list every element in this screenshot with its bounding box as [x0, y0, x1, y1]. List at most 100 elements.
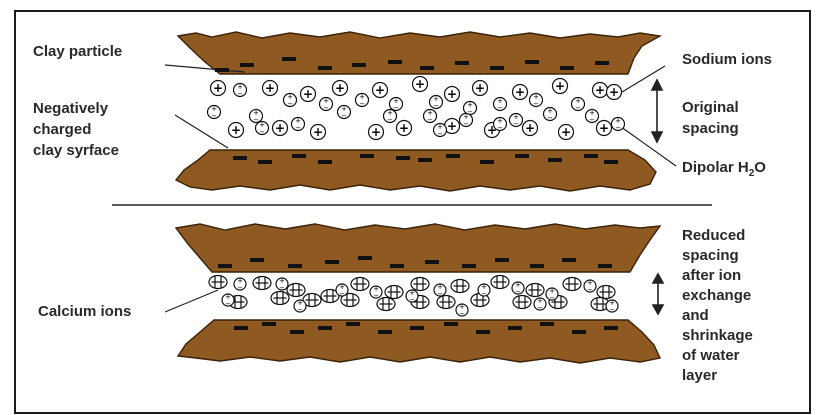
svg-text:−: − — [297, 306, 303, 314]
clay-particle-bottom-upper — [176, 224, 660, 272]
water-dipole: +− — [434, 123, 447, 138]
calcium-ion — [491, 276, 509, 289]
negative-charge-mark — [215, 68, 229, 72]
water-dipole: +− — [494, 97, 507, 112]
svg-text:−: − — [437, 130, 443, 138]
negative-charge-mark — [420, 66, 434, 70]
label-negatively-line2: charged — [33, 120, 91, 139]
negative-charge-mark — [234, 326, 248, 330]
label-reduced-line7: of water — [682, 346, 740, 365]
water-dipole: +− — [384, 109, 397, 124]
water-dipole: +− — [370, 285, 382, 300]
svg-text:−: − — [481, 290, 487, 298]
label-reduced-line4: exchange — [682, 286, 751, 305]
negative-charge-mark — [515, 154, 529, 158]
svg-text:+: + — [399, 121, 409, 135]
label-dipolar-suffix: O — [754, 159, 766, 176]
water-dipole: +− — [586, 109, 599, 124]
negative-charge-mark — [560, 66, 574, 70]
negative-charge-mark — [258, 160, 272, 164]
svg-text:−: − — [497, 104, 503, 112]
negative-charge-mark — [480, 160, 494, 164]
svg-text:−: − — [609, 306, 615, 314]
label-negatively-line1: Negatively — [33, 99, 108, 118]
negative-charge-mark — [352, 63, 366, 67]
sodium-ion: + — [369, 125, 384, 140]
negative-charge-mark — [292, 154, 306, 158]
negative-charge-mark — [318, 66, 332, 70]
negative-charge-mark — [410, 326, 424, 330]
sodium-ion: + — [513, 85, 528, 100]
negative-charge-mark — [540, 322, 554, 326]
svg-text:−: − — [323, 104, 329, 112]
negative-charge-mark — [378, 330, 392, 334]
negative-charge-mark — [390, 264, 404, 268]
sodium-ion: + — [229, 123, 244, 138]
calcium-ion — [563, 278, 581, 291]
negative-charge-mark — [584, 154, 598, 158]
svg-text:−: − — [373, 292, 379, 300]
negative-charge-mark — [444, 322, 458, 326]
svg-text:+: + — [447, 87, 457, 101]
svg-text:+: + — [231, 123, 241, 137]
svg-text:−: − — [259, 128, 265, 136]
svg-text:+: + — [525, 121, 535, 135]
svg-text:+: + — [313, 125, 323, 139]
svg-text:−: − — [279, 284, 285, 292]
negative-charge-mark — [325, 260, 339, 264]
water-dipole: +− — [320, 97, 333, 112]
label-sodium-ions: Sodium ions — [682, 50, 772, 69]
water-dipole: +− — [572, 97, 585, 112]
negative-charge-mark — [360, 154, 374, 158]
negative-charge-mark — [418, 158, 432, 162]
svg-text:−: − — [587, 286, 593, 294]
reduced-spacing-arrow — [653, 274, 663, 314]
calcium-ion — [385, 286, 403, 299]
svg-text:+: + — [561, 125, 571, 139]
svg-text:−: − — [225, 300, 231, 308]
clay-particle-top-upper — [178, 32, 660, 74]
svg-text:−: − — [237, 90, 243, 98]
label-original-line2: spacing — [682, 119, 739, 138]
calcium-ion — [351, 278, 369, 291]
svg-text:−: − — [537, 304, 543, 312]
sodium-ion: + — [597, 121, 612, 136]
negative-charge-mark — [262, 322, 276, 326]
calcium-ion — [271, 292, 289, 305]
negative-charge-mark — [604, 160, 618, 164]
water-dipole: +− — [612, 117, 625, 132]
calcium-ion — [597, 286, 615, 299]
svg-text:−: − — [589, 116, 595, 124]
water-dipole: +− — [534, 297, 546, 312]
water-dipole: +− — [234, 83, 247, 98]
water-dipole: +− — [424, 109, 437, 124]
svg-text:+: + — [335, 81, 345, 95]
water-dipole: +− — [256, 121, 269, 136]
svg-text:−: − — [341, 112, 347, 120]
svg-text:−: − — [615, 124, 621, 132]
label-original-line1: Original — [682, 98, 739, 117]
water-dipole: +− — [456, 303, 468, 318]
svg-text:+: + — [303, 87, 313, 101]
label-clay-particle: Clay particle — [33, 42, 122, 61]
calcium-ion — [377, 298, 395, 311]
negative-charge-mark — [572, 330, 586, 334]
label-calcium-ions: Calcium ions — [38, 302, 131, 321]
negative-charge-mark — [495, 258, 509, 262]
water-dipole: +− — [430, 95, 443, 110]
label-reduced-line2: spacing — [682, 246, 739, 265]
negative-charge-mark — [604, 326, 618, 330]
label-reduced-line8: layer — [682, 366, 717, 385]
leader-negatively-charged — [175, 115, 228, 148]
negative-charge-mark — [548, 158, 562, 162]
svg-text:−: − — [359, 100, 365, 108]
negative-charge-mark — [598, 264, 612, 268]
svg-text:+: + — [213, 81, 223, 95]
label-reduced-line5: and — [682, 306, 709, 325]
calcium-ion — [253, 277, 271, 290]
negative-charge-mark — [233, 156, 247, 160]
svg-text:−: − — [463, 120, 469, 128]
svg-text:−: − — [295, 124, 301, 132]
original-spacing-arrow — [652, 80, 662, 142]
